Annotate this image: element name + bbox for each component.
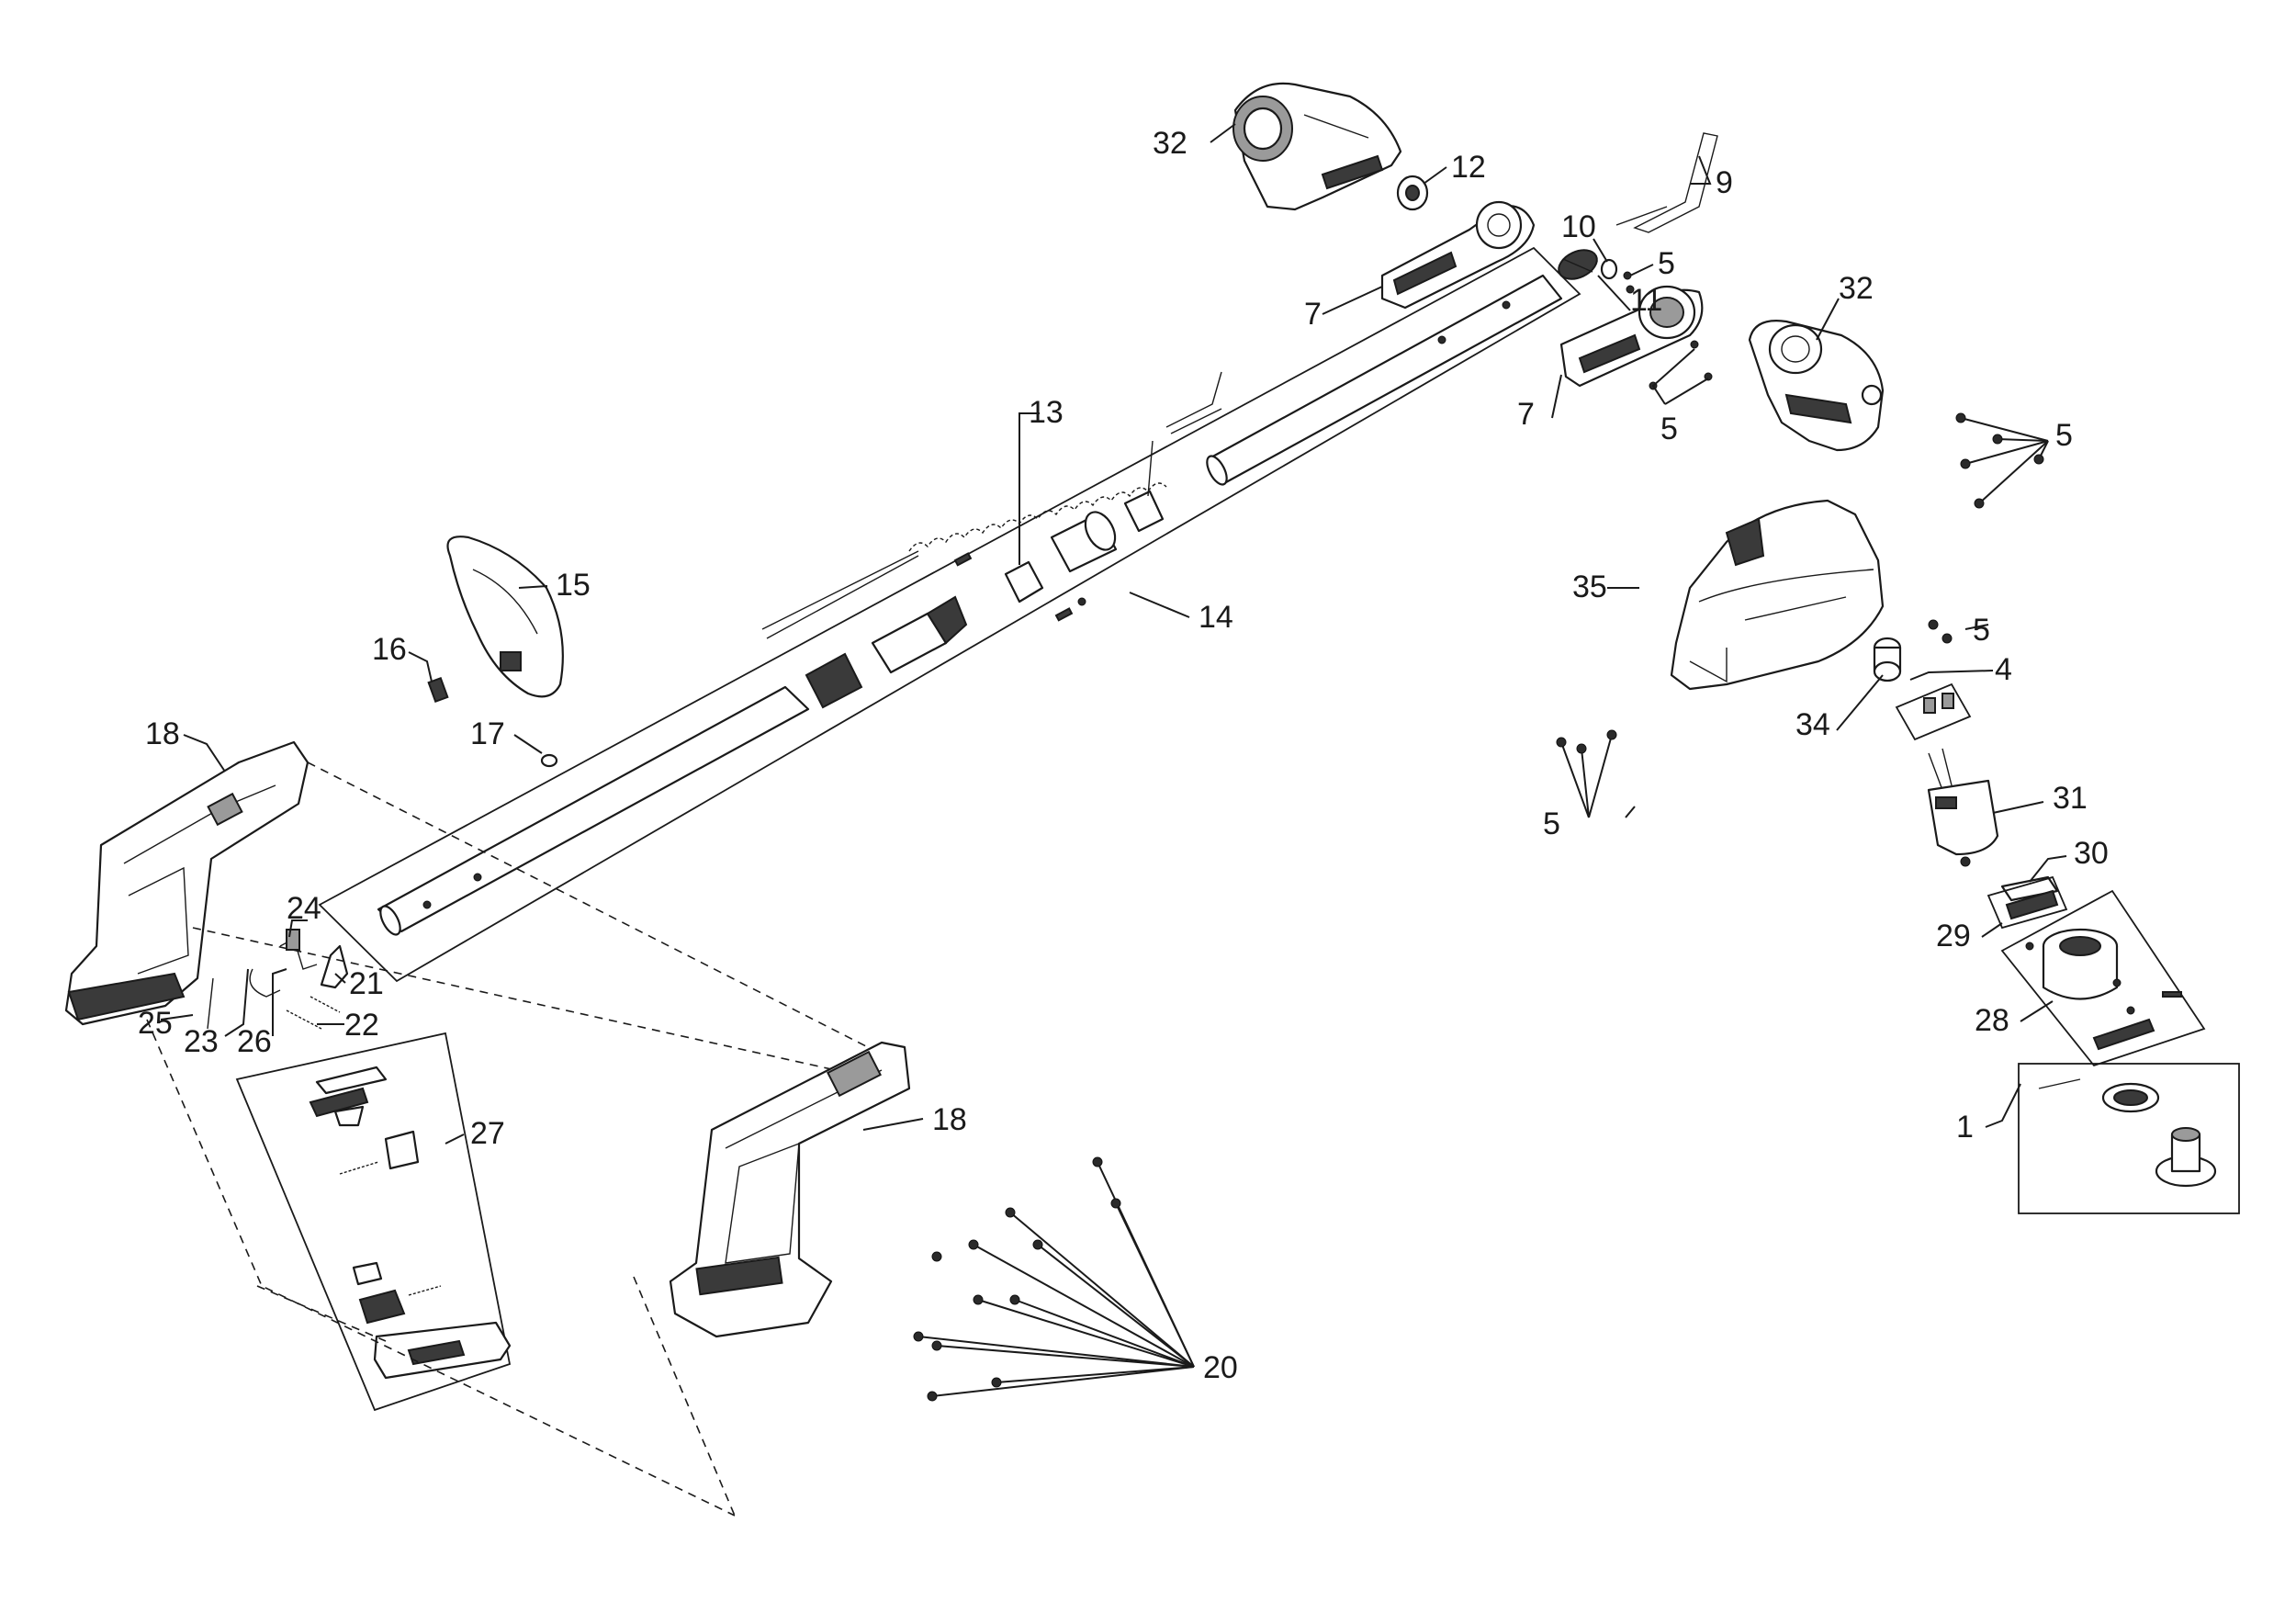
- callout-30: 30: [2074, 836, 2109, 871]
- screws-20-parts: [913, 1156, 1195, 1402]
- plate-29-part: [2005, 889, 2059, 920]
- callout-23: 23: [184, 1024, 219, 1059]
- housing-half-upper-part: [1380, 200, 1536, 310]
- callout-28: 28: [1975, 1003, 2009, 1038]
- callout-35: 35: [1572, 570, 1607, 604]
- callout-labels: 32 12 9 10 5 7 11 32 7 5 5 13 15 35 14 5…: [138, 126, 2109, 1385]
- bushing-12-part: [1396, 175, 1429, 211]
- callout-18-left: 18: [145, 716, 180, 751]
- callout-5-top: 5: [1658, 246, 1675, 281]
- callout-16: 16: [372, 632, 407, 667]
- callout-5-guard: 5: [1973, 613, 1990, 648]
- screws-5-right-parts: [1955, 412, 2049, 509]
- callout-25: 25: [138, 1006, 173, 1041]
- spool-1-outline: [2018, 1063, 2240, 1214]
- guard-35-part: [1670, 499, 1885, 691]
- callout-13: 13: [1029, 395, 1064, 430]
- callout-17: 17: [470, 716, 505, 751]
- screws-5-lower-parts: [1556, 729, 1617, 818]
- trigger-assembly-outline: [235, 1032, 512, 1412]
- callout-32-left: 32: [1153, 126, 1187, 161]
- callout-34: 34: [1795, 707, 1830, 742]
- callout-12: 12: [1451, 150, 1486, 185]
- callout-21: 21: [349, 966, 384, 1001]
- bushing-34-part: [1873, 637, 1902, 682]
- callout-7-lower: 7: [1517, 397, 1535, 432]
- callout-11: 11: [1630, 283, 1662, 318]
- callout-31: 31: [2053, 781, 2088, 816]
- callout-10: 10: [1561, 209, 1596, 244]
- callout-4: 4: [1995, 652, 2012, 687]
- callout-27: 27: [470, 1116, 505, 1151]
- spool-housing-28-part: [2025, 928, 2182, 1051]
- screws-5-guard-parts: [1928, 619, 1953, 644]
- callout-9: 9: [1716, 165, 1733, 200]
- callout-14: 14: [1199, 600, 1233, 635]
- shaft-tube-part: [377, 274, 1563, 936]
- spring-cable-part: [761, 371, 1222, 639]
- callout-5-mid: 5: [1660, 412, 1678, 446]
- washer-10-part: [1600, 258, 1635, 294]
- spool-housing-28-outline: [2000, 889, 2206, 1067]
- guard-wire-9-part: [1615, 132, 1718, 233]
- motor-31-part: [1927, 748, 1999, 867]
- trigger-assembly-parts: [309, 1066, 512, 1380]
- callout-29: 29: [1936, 919, 1971, 953]
- housing-half-lower-part: [1559, 285, 1713, 390]
- spring-11-part: [1558, 249, 1598, 280]
- callout-1: 1: [1956, 1110, 1974, 1145]
- rear-handle-left-part: [64, 740, 310, 1026]
- callout-7-upper: 7: [1304, 297, 1322, 332]
- callout-5-lower: 5: [1543, 806, 1560, 841]
- part-30: [2000, 875, 2059, 902]
- leader-lines: [160, 123, 2067, 1145]
- callout-5-right: 5: [2055, 418, 2073, 453]
- plate-4-part: [1895, 682, 1972, 741]
- pin-17-part: [540, 753, 558, 768]
- shaft-assembly-outline: [318, 246, 1581, 983]
- screw-16-part: [427, 676, 449, 704]
- switch-small-parts: [207, 929, 349, 1030]
- projection-lines: [146, 761, 878, 1517]
- shaft-coupler-parts: [805, 490, 1165, 709]
- plate-29-outline: [1986, 875, 2068, 930]
- callout-15: 15: [556, 568, 591, 603]
- callout-22: 22: [344, 1008, 379, 1043]
- callout-26: 26: [237, 1024, 272, 1059]
- motor-housing-cover-right-part: [1748, 320, 1885, 452]
- callout-32-right: 32: [1839, 271, 1874, 306]
- callout-24: 24: [287, 891, 321, 926]
- front-handle-part: [446, 536, 564, 698]
- callout-20: 20: [1203, 1350, 1238, 1385]
- callout-18-right: 18: [932, 1102, 967, 1137]
- rear-handle-right-part: [669, 1041, 911, 1338]
- motor-housing-cover-left-part: [1232, 82, 1402, 211]
- spool-1-part: [2038, 1078, 2217, 1188]
